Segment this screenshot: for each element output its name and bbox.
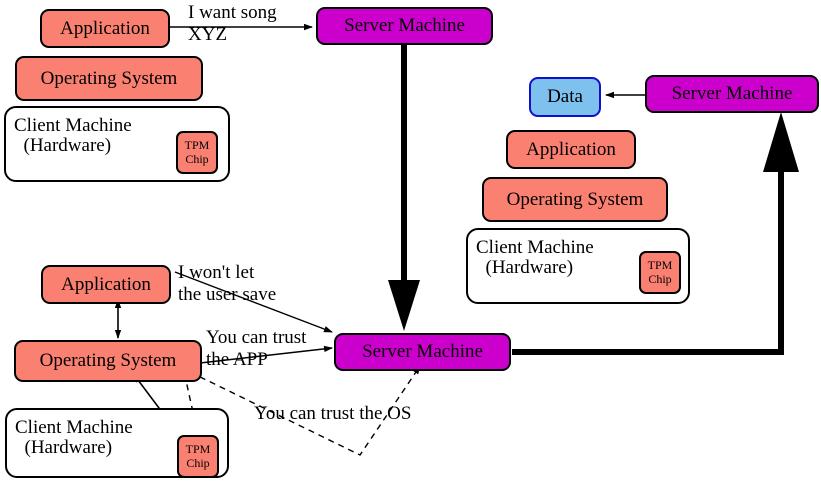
- client-right-tpm-line1: TPM: [647, 258, 673, 273]
- client-top-left-hardware-line1: Client Machine: [14, 115, 132, 136]
- server-machine-right[interactable]: Server Machine: [645, 75, 819, 113]
- edge-label-trust-app-line1: You can trust: [206, 327, 307, 348]
- client-right-hardware-line2: (Hardware): [476, 256, 574, 278]
- edge-label-app-claim-line1: I won't let: [178, 262, 255, 283]
- client-bottom-left-tpm-chip[interactable]: TPM Chip: [177, 435, 219, 478]
- client-bottom-left-tpm-line2: Chip: [186, 455, 210, 470]
- client-top-left-tpm-chip[interactable]: TPM Chip: [176, 131, 218, 174]
- client-right-tpm-chip[interactable]: TPM Chip: [639, 251, 681, 294]
- edge-label-trust-app-line2: the APP: [206, 349, 268, 371]
- client-top-left-tpm-line2: Chip: [185, 151, 209, 166]
- client-top-left-hardware-line2: (Hardware): [14, 134, 112, 156]
- client-right-tpm-line2: Chip: [648, 271, 672, 286]
- client-top-left-hardware-label: Client Machine (Hardware): [6, 108, 132, 156]
- client-bottom-left-tpm-line1: TPM: [185, 442, 211, 457]
- client-right-data[interactable]: Data: [529, 77, 601, 117]
- client-bottom-left-application[interactable]: Application: [41, 265, 171, 304]
- client-bottom-left-hardware-label: Client Machine (Hardware): [7, 410, 133, 458]
- edge-label-request-line2: XYZ: [188, 24, 228, 46]
- edge-label-request-line1: I want song: [188, 2, 277, 23]
- client-bottom-left-operating-system[interactable]: Operating System: [14, 340, 202, 382]
- client-top-left-tpm-line1: TPM: [184, 138, 210, 153]
- edge-top-server-to-bottom-server: [388, 44, 420, 331]
- client-top-left-operating-system[interactable]: Operating System: [15, 56, 203, 101]
- client-right-operating-system[interactable]: Operating System: [482, 177, 668, 222]
- client-bottom-left-hardware-line2: (Hardware): [15, 436, 113, 458]
- client-right-hardware-line1: Client Machine: [476, 237, 594, 258]
- edge-label-app-claim-line2: the user save: [178, 284, 277, 306]
- edge-label-trust-os: You can trust the OS: [254, 403, 412, 424]
- server-machine-top[interactable]: Server Machine: [316, 7, 493, 45]
- client-top-left-application[interactable]: Application: [40, 9, 170, 48]
- client-bottom-left-hardware-line1: Client Machine: [15, 417, 133, 438]
- server-machine-bottom[interactable]: Server Machine: [334, 333, 511, 371]
- client-right-hardware-label: Client Machine (Hardware): [468, 230, 594, 278]
- client-right-application[interactable]: Application: [506, 130, 636, 169]
